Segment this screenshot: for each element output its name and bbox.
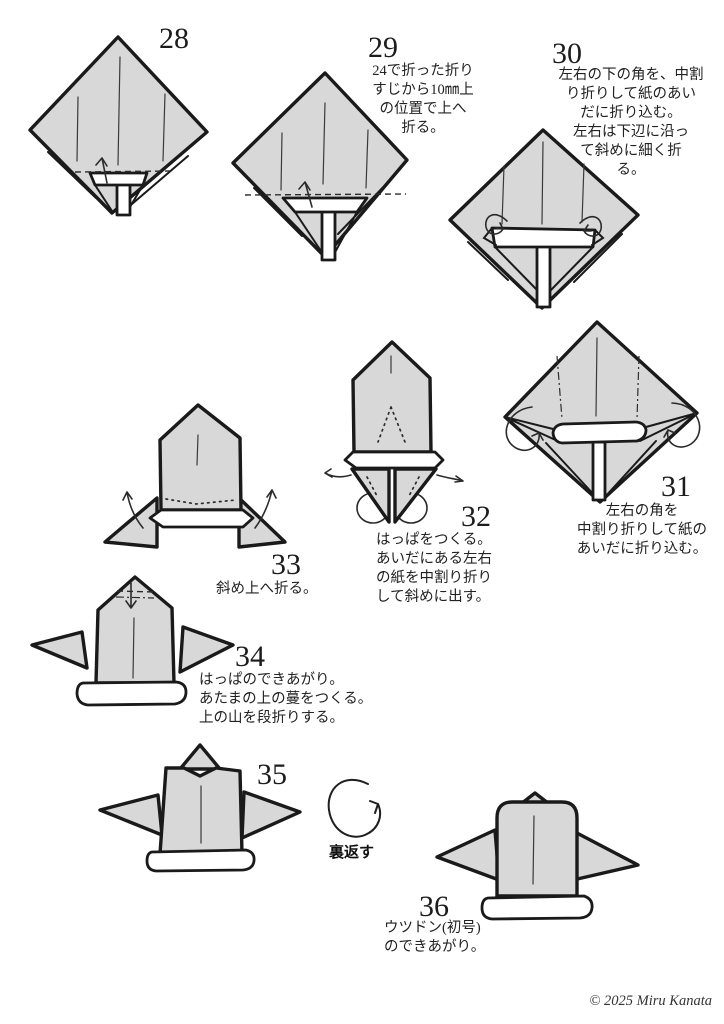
- hidden-edge-dots: [165, 498, 237, 505]
- fold-arrow: [298, 181, 313, 208]
- crease-lines: [280, 102, 369, 191]
- step-34-instruction: はっぱのできあがり。 あたまの上の蔓をつくる。 上の山を段折りする。: [199, 672, 373, 726]
- base-band: [75, 680, 188, 707]
- step-35-label: 35: [257, 758, 287, 791]
- inner-edges: [494, 246, 594, 291]
- pocket-band: [343, 450, 445, 470]
- band-corner-folds: [482, 227, 605, 246]
- leaf-wing-left: [435, 828, 501, 882]
- step-36-diagram: [435, 791, 640, 921]
- crease-lines: [501, 141, 585, 225]
- fold-line-dashed: [244, 193, 407, 196]
- leaf-wing-right: [178, 625, 235, 674]
- pocket-band: [281, 196, 369, 214]
- inside-reverse-arrow-right: [579, 215, 602, 237]
- crease-lines: [76, 56, 166, 166]
- stem: [535, 243, 552, 309]
- pleat-fold-line-mountain: [115, 596, 155, 599]
- center-crease: [196, 434, 199, 466]
- step-31-diagram: [503, 320, 701, 504]
- leaf-wing-left: [30, 630, 89, 670]
- flip-over-icon: [327, 778, 382, 838]
- inside-reverse-arrow-right: [663, 402, 701, 448]
- hidden-edge-dots-legs: [366, 476, 420, 497]
- leaf-wing-right: [240, 790, 302, 840]
- step-33-diagram: [103, 403, 287, 549]
- step-31-instruction: 左右の角を 中割り折りして紙の あいだに折り込む。: [576, 503, 708, 557]
- leg-edges: [545, 440, 657, 499]
- tendril-peak: [178, 743, 222, 771]
- paper-body: [94, 575, 176, 685]
- center-crease: [595, 337, 598, 417]
- pocket-band: [490, 226, 597, 249]
- corner-fold-edges: [504, 412, 698, 443]
- paper-diamond: [231, 71, 409, 259]
- pull-out-arrow-right: [436, 474, 464, 483]
- fold-line-dashed: [74, 170, 171, 173]
- step-36-instruction: ウツドン(初号) のできあがり。: [384, 920, 486, 955]
- step-36-label: 36: [419, 890, 449, 923]
- mountain-fold-lines: [556, 355, 640, 420]
- leaf-wing-right: [571, 830, 640, 882]
- step-29-diagram: [231, 71, 409, 262]
- step-28-diagram: [28, 35, 209, 217]
- center-crease: [532, 815, 535, 885]
- paper-layer-edge: [47, 151, 189, 205]
- step-32-label: 32: [461, 500, 491, 533]
- paper-body: [158, 403, 243, 512]
- step-31-label: 31: [661, 470, 691, 503]
- fold-up-arrow-left: [122, 491, 144, 529]
- paper-body: [351, 340, 433, 454]
- leaf-wing-left: [98, 793, 164, 837]
- base-band: [480, 894, 594, 921]
- fold-arrow: [95, 157, 108, 184]
- pleat-fold-line-valley: [116, 590, 154, 593]
- step-35-diagram: [98, 743, 302, 873]
- stem: [591, 440, 607, 502]
- flip-over-label: 裏返す: [329, 844, 375, 861]
- leg-right: [393, 467, 438, 524]
- step-29-instruction: 24で折った折り すじから10㎜上 の位置で上へ 折る。: [372, 63, 474, 136]
- stem: [115, 181, 132, 217]
- pocket-band: [551, 420, 648, 445]
- inside-reverse-arrow-left: [505, 406, 544, 452]
- step-34-diagram: [30, 575, 235, 707]
- inner-edges: [294, 211, 358, 257]
- base-band: [145, 848, 256, 873]
- pull-out-arrow-left: [324, 468, 352, 478]
- step-30-instruction: 左右の下の角を、中割 り折りして紙のあい だに折り込む。 左右は下辺に沿っ て斜…: [558, 67, 704, 178]
- step-33-instruction: 斜め上へ折る。: [216, 581, 318, 597]
- stem: [320, 208, 337, 262]
- step-28-label: 28: [159, 22, 189, 55]
- step-30-label: 30: [552, 37, 582, 70]
- paper-diamond: [503, 320, 699, 504]
- step-32-instruction: はっぱをつくる。 あいだにある左右 の紙を中割り折り して斜めに出す。: [376, 532, 492, 605]
- pocket-band: [88, 171, 149, 187]
- fold-up-arrow-right: [254, 489, 277, 529]
- hidden-edge-dots-body: [377, 406, 406, 443]
- copyright-notice: © 2025 Miru Kanata: [589, 993, 712, 1009]
- paper-layer-edge: [467, 233, 623, 283]
- paper-body: [495, 800, 579, 898]
- inside-reverse-arrow-left: [485, 213, 508, 235]
- pleat-arrow: [125, 582, 137, 609]
- step-34-label: 34: [235, 640, 265, 673]
- step-29-label: 29: [368, 31, 398, 64]
- step-33-label: 33: [271, 548, 301, 581]
- paper-layer-edge: [253, 177, 393, 237]
- step-30-diagram: [448, 128, 640, 310]
- pocket-band: [148, 508, 255, 529]
- flip-loop-arrow: [327, 778, 382, 838]
- step-32-diagram: [324, 340, 464, 524]
- center-crease: [132, 617, 135, 679]
